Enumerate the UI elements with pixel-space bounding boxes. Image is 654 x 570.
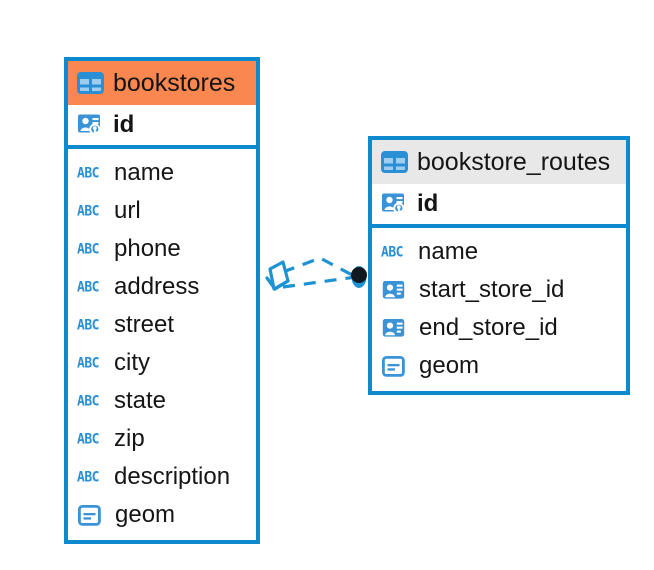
- field-row-state[interactable]: ABC state: [68, 382, 256, 420]
- abc-text-icon: ABC: [77, 392, 99, 410]
- relationship-line-lower: [282, 275, 357, 289]
- geometry-blob-icon: [77, 504, 106, 526]
- field-row-end-store-id[interactable]: end_store_id: [372, 309, 626, 347]
- abc-text-icon: ABC: [77, 430, 99, 448]
- entity-title-bookstore-routes: bookstore_routes: [417, 147, 611, 176]
- field-label-geom: geom: [419, 352, 480, 379]
- geometry-blob-icon: [381, 355, 410, 377]
- field-label-geom: geom: [115, 501, 176, 528]
- relationship-line-upper: [282, 256, 357, 279]
- field-list-bookstores: ABC name ABC url ABC phone ABC address A…: [68, 149, 256, 540]
- table-grid-icon: [77, 72, 104, 94]
- field-row-id[interactable]: id: [68, 105, 256, 149]
- table-grid-icon: [381, 151, 408, 173]
- field-row-phone[interactable]: ABC phone: [68, 230, 256, 268]
- field-label-address: address: [114, 273, 200, 300]
- abc-text-icon: ABC: [77, 202, 99, 220]
- field-label-state: state: [114, 387, 167, 414]
- field-list-bookstore-routes: ABC name start_store_id: [372, 228, 626, 391]
- field-label-zip: zip: [114, 425, 145, 452]
- primary-key-card-icon: [77, 113, 104, 137]
- field-label-description: description: [114, 463, 231, 490]
- field-row-description[interactable]: ABC description: [68, 458, 256, 496]
- field-label-phone: phone: [114, 235, 181, 262]
- entity-header-bookstore-routes[interactable]: bookstore_routes: [372, 140, 626, 184]
- abc-text-icon: ABC: [77, 354, 99, 372]
- field-label-url: url: [114, 197, 141, 224]
- entity-title-bookstores: bookstores: [113, 68, 236, 97]
- abc-text-icon: ABC: [77, 240, 99, 258]
- field-label-name: name: [114, 159, 175, 186]
- abc-text-icon: ABC: [381, 243, 403, 261]
- field-row-geom[interactable]: geom: [68, 496, 256, 534]
- foreign-key-card-icon: [381, 280, 410, 300]
- abc-text-icon: ABC: [77, 468, 99, 486]
- field-label-id: id: [113, 111, 135, 138]
- field-label-start-store-id: start_store_id: [419, 276, 565, 303]
- abc-text-icon: ABC: [77, 164, 99, 182]
- primary-key-card-icon: [381, 192, 408, 216]
- field-label-street: street: [114, 311, 175, 338]
- field-row-geom[interactable]: geom: [372, 347, 626, 385]
- field-label-name: name: [418, 238, 479, 265]
- field-row-url[interactable]: ABC url: [68, 192, 256, 230]
- field-row-street[interactable]: ABC street: [68, 306, 256, 344]
- field-row-address[interactable]: ABC address: [68, 268, 256, 306]
- entity-header-bookstores[interactable]: bookstores: [68, 61, 256, 105]
- entity-table-bookstores[interactable]: bookstores id: [64, 57, 260, 544]
- field-label-end-store-id: end_store_id: [419, 314, 558, 341]
- entity-table-bookstore-routes[interactable]: bookstore_routes id: [368, 136, 630, 395]
- abc-text-icon: ABC: [77, 278, 99, 296]
- foreign-key-card-icon: [381, 318, 410, 338]
- abc-text-icon: ABC: [77, 316, 99, 334]
- filled-circle-one-marker: [351, 266, 367, 288]
- field-row-name[interactable]: ABC name: [68, 154, 256, 192]
- field-label-id: id: [417, 190, 439, 217]
- field-row-city[interactable]: ABC city: [68, 344, 256, 382]
- field-row-start-store-id[interactable]: start_store_id: [372, 271, 626, 309]
- crows-foot-many-marker: [265, 260, 290, 291]
- field-row-id[interactable]: id: [372, 184, 626, 228]
- field-row-name[interactable]: ABC name: [372, 233, 626, 271]
- field-label-city: city: [114, 349, 150, 376]
- field-row-zip[interactable]: ABC zip: [68, 420, 256, 458]
